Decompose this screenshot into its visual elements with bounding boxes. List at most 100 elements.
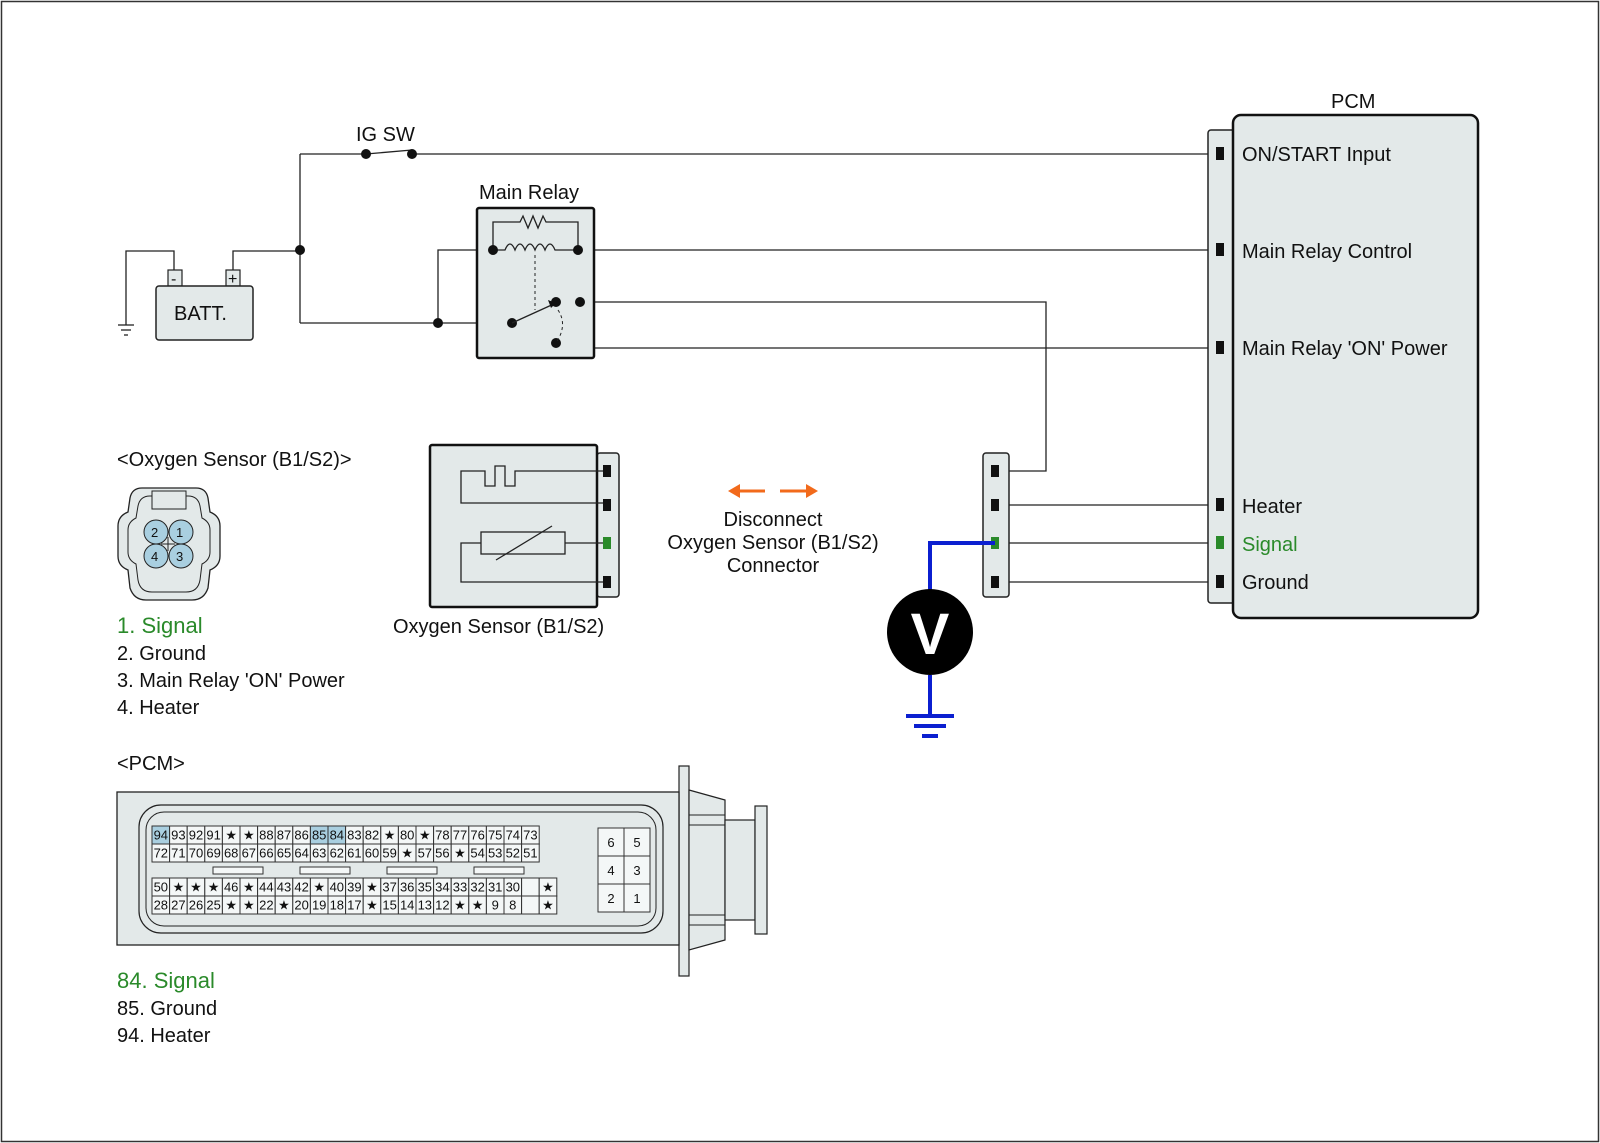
pcm-pin-number: 32 xyxy=(470,880,484,895)
pcm-pin-number: 34 xyxy=(435,880,449,895)
pcm-legend-ground: 85. Ground xyxy=(117,998,217,1020)
battery-minus: - xyxy=(171,271,176,288)
pcm-pin-number: 86 xyxy=(294,828,308,843)
pcm-pin-number: 39 xyxy=(347,880,361,895)
battery: - + BATT. xyxy=(155,269,254,341)
pcm-pin-number: 42 xyxy=(294,880,308,895)
pcm-pin-number: 44 xyxy=(259,880,273,895)
disconnect-note: Disconnect Oxygen Sensor (B1/S2) Connect… xyxy=(667,484,879,577)
pcm-pin-number: ★ xyxy=(208,880,220,895)
pcm-pin-number: ★ xyxy=(243,898,255,913)
junction-dots xyxy=(295,149,443,328)
pcm-block: PCM ON/START Input Main Relay Control Ma… xyxy=(1207,91,1480,620)
pcm-pin-number: 82 xyxy=(365,828,379,843)
sensor-pin-1: 1 xyxy=(176,525,183,540)
pcm-pin-number: 67 xyxy=(242,846,256,861)
pcm-pin-number: 84 xyxy=(330,828,344,843)
pcm-pin-number: 77 xyxy=(453,828,467,843)
sensor-pin-3: 3 xyxy=(176,549,183,564)
pcm-legend-heater: 94. Heater xyxy=(117,1025,211,1047)
pcm-pin-number: 66 xyxy=(259,846,273,861)
pcm-pin-number: ★ xyxy=(419,828,431,843)
pcm-pin-number: 46 xyxy=(224,880,238,895)
pcm-pin-signal: Signal xyxy=(1242,534,1298,556)
pcm-title: PCM xyxy=(1331,91,1375,113)
pcm-pin-ground: Ground xyxy=(1242,572,1309,594)
pcm-pin-number: 33 xyxy=(453,880,467,895)
pcm-pin-number: 74 xyxy=(506,828,520,843)
pcm-pin-number: 54 xyxy=(470,846,484,861)
pcm-small-pin-cell xyxy=(597,855,625,885)
sensor-connector-title: <Oxygen Sensor (B1/S2)> xyxy=(117,449,352,471)
pcm-pin-number: 52 xyxy=(506,846,520,861)
voltmeter: V xyxy=(887,541,995,738)
pcm-pin-number: 20 xyxy=(294,898,308,913)
pcm-small-pin-number: 2 xyxy=(607,891,614,906)
pcm-pin-number: 94 xyxy=(154,828,168,843)
pcm-pin-number: ★ xyxy=(401,846,413,861)
pcm-pin-cell xyxy=(521,843,540,863)
main-relay-label: Main Relay xyxy=(479,182,579,204)
pcm-pin-relay-power: Main Relay 'ON' Power xyxy=(1242,338,1448,360)
pcm-pin-number: 18 xyxy=(330,898,344,913)
pcm-pin-number: 69 xyxy=(206,846,220,861)
pcm-pin-on-start: ON/START Input xyxy=(1242,144,1391,166)
pcm-pin-number: 30 xyxy=(506,880,520,895)
pcm-small-pin-cell xyxy=(623,883,651,913)
sensor-pin-4: 4 xyxy=(151,549,158,564)
pcm-pin-number: 35 xyxy=(418,880,432,895)
pcm-pin-number: 73 xyxy=(523,828,537,843)
pcm-pin-number: ★ xyxy=(542,880,554,895)
pcm-pin-number: 78 xyxy=(435,828,449,843)
pcm-legend-signal: 84. Signal xyxy=(117,968,215,993)
pcm-small-pin-cell xyxy=(623,827,651,857)
pcm-pin-number: 37 xyxy=(382,880,396,895)
pcm-pin-legend: 84. Signal 85. Ground 94. Heater xyxy=(117,968,217,1047)
pcm-pin-number: 26 xyxy=(189,898,203,913)
pcm-pin-number: 27 xyxy=(171,898,185,913)
pcm-pin-number: ★ xyxy=(173,880,185,895)
pcm-connector-title: <PCM> xyxy=(117,753,185,775)
pcm-pin-number: 93 xyxy=(171,828,185,843)
voltmeter-letter: V xyxy=(911,602,950,667)
pcm-pin-number: 51 xyxy=(523,846,537,861)
pcm-small-pin-number: 6 xyxy=(607,835,614,850)
pcm-pin-number: ★ xyxy=(542,898,554,913)
pcm-pin-number: 76 xyxy=(470,828,484,843)
oxygen-sensor-caption: Oxygen Sensor (B1/S2) xyxy=(393,616,604,638)
pcm-pin-number: 80 xyxy=(400,828,414,843)
disconnect-line-2: Oxygen Sensor (B1/S2) xyxy=(667,532,878,554)
pcm-pin-number: ★ xyxy=(243,880,255,895)
pcm-pin-relay-control: Main Relay Control xyxy=(1242,241,1412,263)
pcm-pin-number: ★ xyxy=(454,846,466,861)
pcm-pin-number: ★ xyxy=(454,898,466,913)
main-relay: Main Relay xyxy=(475,182,596,360)
disconnect-line-3: Connector xyxy=(727,555,820,577)
pcm-pin-number: 61 xyxy=(347,846,361,861)
pcm-pin-number: 70 xyxy=(189,846,203,861)
pcm-pin-number: ★ xyxy=(384,828,396,843)
pcm-pin-heater: Heater xyxy=(1242,496,1302,518)
pcm-pin-number: 19 xyxy=(312,898,326,913)
pcm-pin-number: 53 xyxy=(488,846,502,861)
pcm-pin-number: 57 xyxy=(418,846,432,861)
pcm-pin-cell xyxy=(521,895,540,915)
pcm-pin-number: 65 xyxy=(277,846,291,861)
battery-plus: + xyxy=(228,271,237,288)
pcm-pin-number: 75 xyxy=(488,828,502,843)
pcm-pin-number: 25 xyxy=(206,898,220,913)
pcm-pin-number: ★ xyxy=(190,880,202,895)
pcm-pin-number: 88 xyxy=(259,828,273,843)
pcm-pin-cell xyxy=(538,895,558,915)
sensor-harness-connector xyxy=(982,452,1010,598)
pcm-pin-number: 22 xyxy=(259,898,273,913)
pcm-pin-number: 63 xyxy=(312,846,326,861)
pcm-pin-number: 9 xyxy=(492,898,499,913)
pcm-pin-number: 59 xyxy=(382,846,396,861)
pcm-pin-number: 15 xyxy=(382,898,396,913)
pcm-pin-number: ★ xyxy=(243,828,255,843)
pcm-pin-number: 64 xyxy=(294,846,308,861)
pcm-pin-number: 68 xyxy=(224,846,238,861)
